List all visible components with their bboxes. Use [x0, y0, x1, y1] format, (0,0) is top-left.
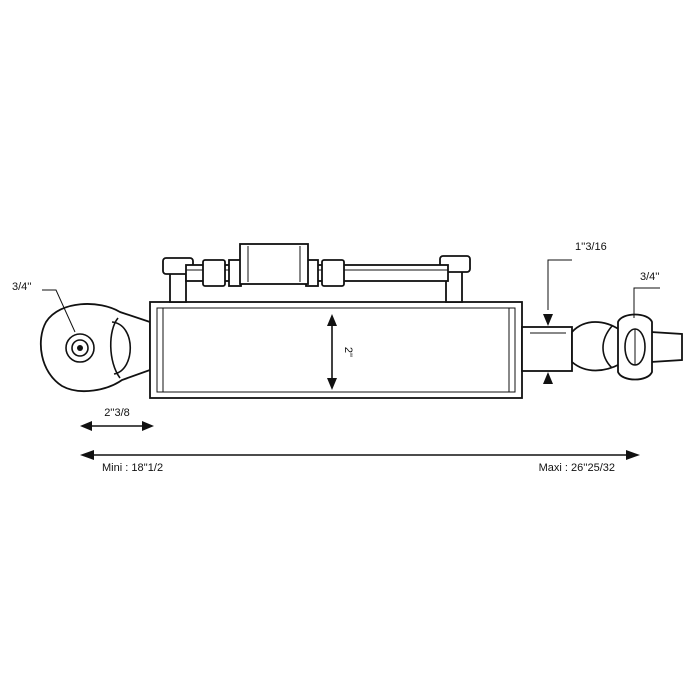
- valve-block: [239, 243, 309, 285]
- left-eye-end: [39, 303, 151, 393]
- eye-width-dimension: [80, 421, 154, 431]
- rod-diameter-dimension: [543, 259, 572, 384]
- rod-diameter-label: 1''3/16: [575, 241, 607, 253]
- cylinder-diameter-dimension: [327, 314, 337, 390]
- right-eye-diameter-label: 3/4'': [640, 271, 660, 283]
- left-eye-pin-hole: [77, 345, 83, 351]
- cylinder-diameter-label: 2'': [342, 347, 354, 357]
- piston-rod: [521, 326, 573, 372]
- left-eye-leader: [42, 289, 76, 333]
- right-eye-end: [571, 313, 683, 381]
- length-max-label: Maxi : 26''25/32: [539, 462, 615, 474]
- valve-assembly: [162, 243, 471, 303]
- right-eye-leader: [633, 287, 660, 318]
- left-eye-ring: [65, 333, 95, 363]
- length-min-label: Mini : 18''1/2: [102, 462, 163, 474]
- overall-length-dimension: [80, 450, 640, 460]
- left-eye-diameter-label: 3/4'': [12, 281, 32, 293]
- cylinder-body: [149, 301, 523, 399]
- eye-width-label: 2''3/8: [104, 407, 130, 419]
